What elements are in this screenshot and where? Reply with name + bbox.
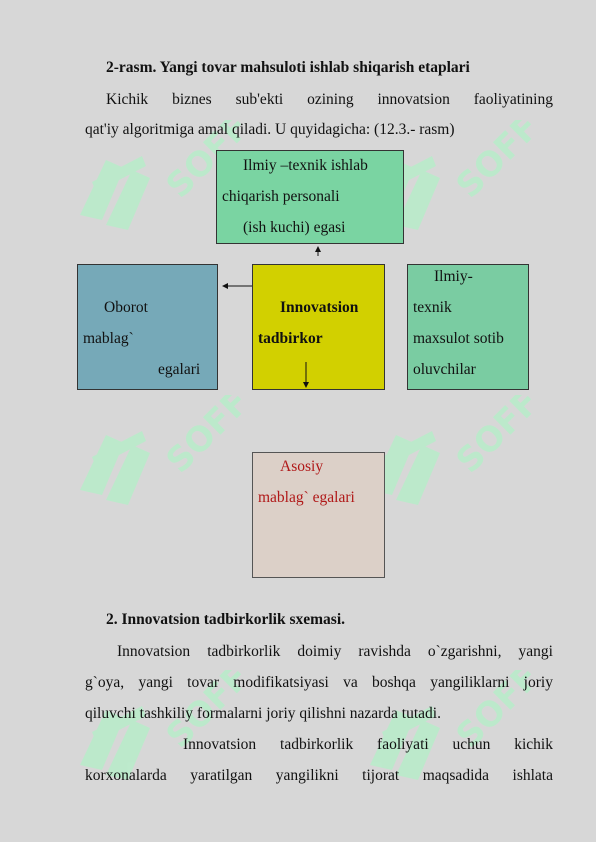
word: biznes: [172, 91, 212, 108]
box-line: maxsulot sotib: [413, 330, 504, 347]
figure-heading: 2-rasm. Yangi tovar mahsuloti ishlab shi…: [106, 59, 470, 76]
box-product-buyers: Ilmiy- texnik maxsulot sotib oluvchilar: [407, 264, 529, 390]
word: doimiy: [297, 643, 342, 660]
word: korxonalarda: [85, 767, 167, 784]
box-line: egalari: [158, 361, 201, 378]
word: uchun: [452, 736, 491, 753]
intro-line-1: Kichik biznes sub'ekti ozining innovatsion fa…: [106, 90, 553, 110]
word: kichik: [514, 736, 553, 753]
box-line: mablag`: [83, 330, 134, 347]
word: Kichik: [106, 91, 149, 108]
box-line: texnik: [413, 299, 452, 316]
word: yangilikni: [275, 767, 339, 784]
para1-line-3: qiluvchi tashkiliy formalarni joriy qili…: [85, 705, 441, 722]
para2-line-1: Innovatsion tadbirkorlik faoliyati uchun kic…: [183, 735, 553, 755]
word: yangi: [518, 643, 553, 660]
word: maqsadida: [422, 767, 490, 784]
box-line: mablag` egalari: [258, 489, 355, 506]
word: innovatsion: [377, 91, 450, 108]
box-innovative-entrepreneur: Innovatsion tadbirkor: [252, 264, 385, 390]
box-line: Innovatsion: [280, 299, 359, 316]
word: joriy: [523, 674, 553, 691]
box-line: (ish kuchi) egasi: [243, 219, 346, 236]
section-title: 2. Innovatsion tadbirkorlik sxemasi.: [106, 611, 346, 628]
word: yaratilgan: [190, 767, 253, 784]
para2-line-2: korxonalarda yaratilgan yangilikni tijorat m…: [85, 766, 553, 786]
word: yangi: [138, 674, 173, 691]
box-science-personnel: Ilmiy –texnik ishlab chiqarish personali…: [216, 150, 404, 244]
intro-line-2: qat'iy algoritmiga amal qiladi. U quyida…: [85, 121, 455, 138]
word: tijorat: [362, 767, 400, 784]
word: ishlata: [512, 767, 553, 784]
word: g`oya,: [85, 674, 125, 691]
word: modifikatsiyasi: [233, 674, 329, 691]
box-line: oluvchilar: [413, 361, 476, 378]
word: va: [343, 674, 358, 691]
para1-line-1: Innovatsion tadbirkorlik doimiy ravishda o`z…: [117, 642, 553, 662]
box-line: Asosiy: [280, 458, 324, 475]
word: yangiliklarni: [430, 674, 510, 691]
box-line: chiqarish personali: [222, 188, 340, 205]
word: tadbirkorlik: [207, 643, 281, 660]
word: faoliyatining: [473, 91, 553, 108]
box-working-capital-owners: Oborot mablag` egalari: [77, 264, 218, 390]
box-line: Oborot: [104, 299, 148, 316]
box-line: Ilmiy-: [434, 268, 473, 285]
word: faoliyati: [377, 736, 429, 753]
word: Innovatsion: [117, 643, 191, 660]
word: o`zgarishni,: [427, 643, 502, 660]
box-line: tadbirkor: [258, 330, 323, 347]
word: ozining: [307, 91, 354, 108]
word: ravishda: [358, 643, 411, 660]
word: Innovatsion: [183, 736, 257, 753]
word: tadbirkorlik: [280, 736, 354, 753]
word: sub'ekti: [235, 91, 284, 108]
box-line: Ilmiy –texnik ishlab: [243, 157, 368, 174]
word: tovar: [187, 674, 219, 691]
word: boshqa: [372, 674, 416, 691]
box-fixed-capital-owners: Asosiy mablag` egalari: [252, 452, 385, 578]
